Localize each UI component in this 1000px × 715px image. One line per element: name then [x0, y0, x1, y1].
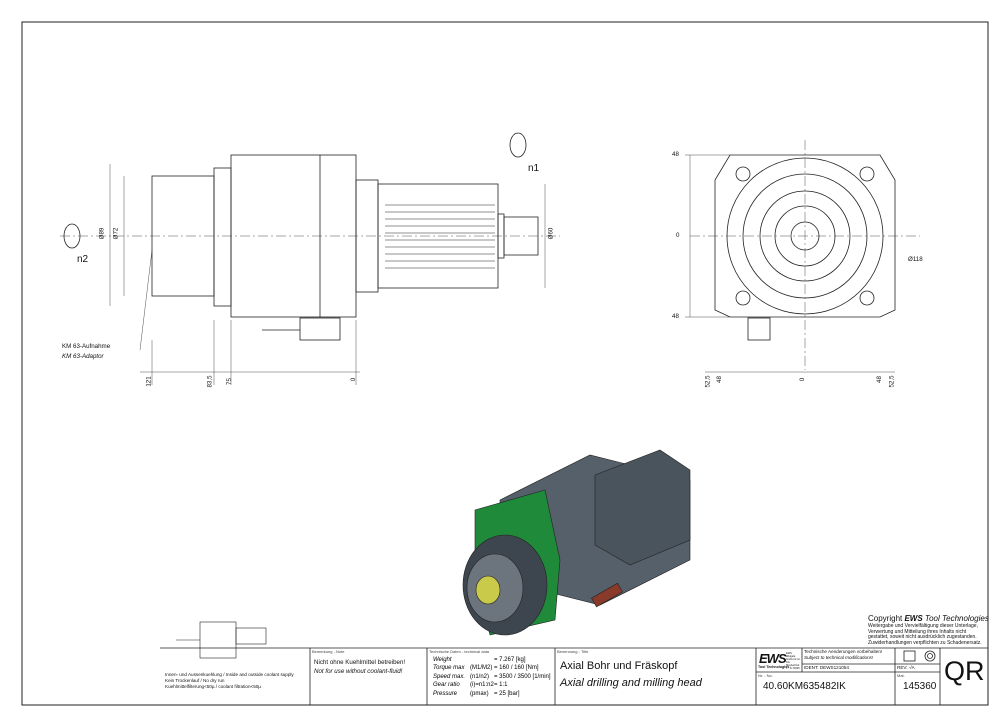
modification-en: Subject to technical modifications! [804, 655, 874, 660]
tech-label: Torque max [433, 665, 465, 672]
side-view [60, 132, 560, 385]
dim-dia-89: Ø89 [98, 227, 106, 240]
rotation-n1: n1 [528, 163, 540, 174]
qr-label: QR [944, 656, 985, 686]
tech-unit: (n1/n2) [470, 673, 490, 680]
note-line: Innen- und Aussenkuehlung / Inside and o… [165, 672, 294, 677]
dim-h-0: 0 [799, 377, 807, 382]
tech-value: = 7.267 [kg] [494, 657, 526, 663]
coolant-notes: Innen- und Aussenkuehlung / Inside and o… [165, 672, 294, 690]
tech-value: = 1:1 [494, 682, 508, 689]
tech-data-table: Weight = 7.267 [kg] Torque max (M1/M2)= 16… [433, 656, 551, 698]
dim-v-48-top: 48 [672, 151, 679, 158]
copyright-line: Verwertung und Mitteilung ihres Inhalts … [868, 628, 967, 635]
tech-unit: (pmax) [470, 690, 489, 697]
tech-row: Weight = 7.267 [kg] [433, 656, 551, 664]
tech-unit: (i)=n1:n2 [470, 682, 494, 689]
ews-logo: EWS [759, 651, 787, 666]
remark-en: Not for use without coolant-fluid! [314, 668, 403, 675]
copyright-post: Tool Technologies [922, 614, 989, 623]
tech-row: Speed max. (n1/n2) = 3500 / 3500 [1/min] [433, 673, 551, 681]
isometric-view [462, 449, 691, 636]
tech-label: Pressure [433, 690, 458, 697]
dim-dia-118: Ø118 [908, 256, 923, 263]
copyright-title: Copyright EWS Tool Technologies [868, 614, 989, 623]
tech-value: = 25 [bar] [494, 690, 520, 697]
copyright-pre: Copyright [868, 614, 905, 623]
sheet-border [21, 21, 989, 706]
dim-h-52-5-left: 52,5 [704, 375, 712, 388]
revision: REV: -/A [897, 665, 915, 670]
dim-0: 0 [350, 377, 358, 382]
copyright-line: Zuwiderhandlungen verpflichten zu Schade… [868, 639, 982, 646]
tech-caption: Technische Daten - technical data [429, 649, 490, 654]
dim-75: 75 [225, 378, 233, 385]
title-block-frame [160, 647, 988, 705]
copyright-line: gestattet, soweit nicht ausdrücklich zug… [868, 634, 977, 641]
modification-de: Technische Aenderungen vorbehalten! [804, 649, 883, 654]
front-view [685, 140, 920, 373]
title-de: Axial Bohr und Fräskopf [560, 660, 678, 672]
copyright-text: Weitergabe und Vervielfältigung dieser U… [868, 623, 982, 646]
copyright-line: Weitergabe und Vervielfältigung dieser U… [868, 623, 978, 629]
tech-row: Pressure (pmax) = 25 [bar] [433, 690, 551, 698]
article-number: 40.60KM635482IK [763, 681, 846, 692]
tech-label: Gear ratio [433, 682, 460, 689]
coolant-schematic [176, 621, 267, 659]
note-line: Kein Trockenlauf / No dry run [165, 678, 225, 683]
dim-v-0: 0 [676, 232, 680, 239]
note-line: Kuehlmittelfilterung<50µ / coolant filtr… [165, 684, 261, 689]
tech-value: = 3500 / 3500 [1/min] [494, 673, 551, 680]
dim-v-48-bottom: 48 [672, 313, 679, 320]
company-address: EWS Weigele GmbH & Co. KG · Maybachstr. … [786, 652, 801, 670]
dim-dia-72: Ø72 [112, 227, 120, 240]
number-caption: Nr. - No. [758, 673, 773, 678]
dim-h-48-right: 48 [875, 376, 883, 383]
rotation-n2: n2 [77, 254, 89, 265]
tech-label: Weight [433, 657, 452, 663]
km-adaptor-label-en: KM 63-Adaptor [62, 353, 104, 360]
ews-logo-sub: Tool Technologies [758, 665, 790, 669]
ident-number: IDENT: DEWS121054 [804, 665, 849, 670]
dim-h-52-5-right: 52,5 [888, 375, 896, 388]
tech-label: Speed max. [433, 673, 466, 680]
remark-de: Nicht ohne Kuehlmittel betreiben! [314, 659, 406, 666]
dim-121: 121 [145, 376, 153, 387]
tech-unit: (M1/M2) [470, 665, 493, 672]
dim-83-5: 83,5 [206, 375, 214, 388]
dim-dia-60: Ø60 [547, 227, 555, 240]
tech-value: = 160 / 160 [Nm] [494, 665, 539, 672]
km-adaptor-label-de: KM 63-Aufnahme [62, 343, 111, 350]
remark-caption: Bemerkung - Note [312, 649, 345, 654]
tech-row: Gear ratio (i)=n1:n2= 1:1 [433, 681, 551, 689]
title-en: Axial drilling and milling head [560, 677, 702, 689]
tech-row: Torque max (M1/M2)= 160 / 160 [Nm] [433, 664, 551, 672]
title-caption: Benennung - Title [557, 649, 589, 654]
copyright-brand: EWS [904, 614, 923, 623]
dim-h-48-left: 48 [715, 376, 723, 383]
mat-caption: Mat. [897, 673, 905, 678]
mat-number: 145360 [903, 681, 937, 692]
